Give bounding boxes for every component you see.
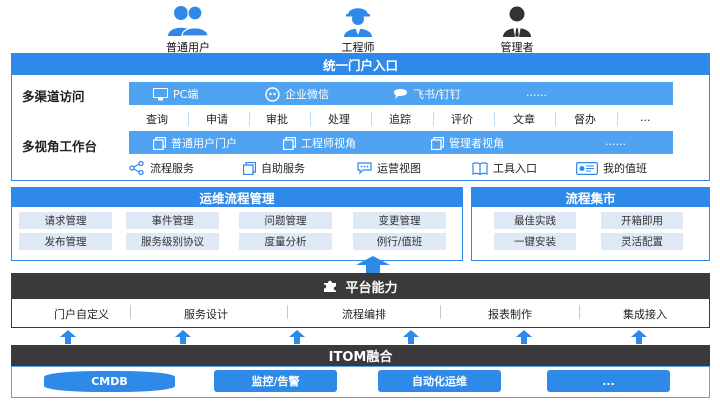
wecom-icon [265, 86, 280, 102]
actions-row: 查询 申请 审批 处理 追踪 评价 文章 督办 ... [129, 111, 673, 127]
market-cell-flexible[interactable]: 灵活配置 [601, 233, 683, 250]
user-group-icon [168, 5, 209, 37]
view-label: 自助服务 [261, 162, 305, 175]
itom-item-automation[interactable]: 自动化运维 [378, 370, 501, 392]
up-arrow-icon [631, 330, 647, 344]
platform-item-orchestration[interactable]: 流程编排 [342, 308, 386, 321]
id-card-icon [576, 161, 598, 175]
up-arrow-icon [175, 330, 191, 344]
up-arrow-icon [60, 330, 76, 344]
platform-title: 平台能力 [345, 280, 398, 296]
workbench-strip: 普通用户门户 工程师视角 管理者视角 ...... [129, 131, 673, 154]
engineer-icon [344, 8, 372, 37]
action-track[interactable]: 追踪 [389, 113, 411, 126]
chat-bubble-icon [394, 89, 407, 99]
view-label: 工具入口 [493, 162, 537, 175]
view-label: 我的值班 [603, 162, 647, 175]
ops-cell-metrics[interactable]: 度量分析 [239, 233, 332, 250]
process-market-title: 流程集市 [472, 188, 709, 207]
chat-bubble-icon [357, 162, 372, 175]
view-operations[interactable]: 运营视图 [357, 160, 421, 176]
action-more: ... [640, 111, 651, 124]
role-label: 工程师 [341, 41, 375, 54]
view-label: 运营视图 [377, 162, 421, 175]
market-cell-ready-to-use[interactable]: 开箱即用 [601, 212, 683, 229]
role-normal-user: 普通用户 [133, 4, 243, 55]
manager-icon [503, 6, 531, 37]
workbench-label-item: 工程师视角 [301, 137, 356, 150]
ops-cell-sla[interactable]: 服务级别协议 [126, 233, 219, 250]
ops-cell-release[interactable]: 发布管理 [19, 233, 112, 250]
action-handle[interactable]: 处理 [328, 113, 350, 126]
view-self-service[interactable]: 自助服务 [243, 160, 305, 176]
channel-more: ...... [526, 86, 547, 99]
view-my-duty[interactable]: 我的值班 [576, 160, 647, 176]
view-process-service[interactable]: 流程服务 [129, 160, 194, 176]
monitor-icon [153, 87, 168, 100]
platform-item-reporting[interactable]: 报表制作 [488, 308, 532, 321]
itom-title: ITOM融合 [11, 345, 710, 366]
ops-cell-incident[interactable]: 事件管理 [126, 212, 219, 229]
ops-cell-request[interactable]: 请求管理 [19, 212, 112, 229]
up-arrow-icon [289, 330, 305, 344]
unified-portal-frame [11, 53, 710, 181]
platform-item-service-design[interactable]: 服务设计 [184, 308, 228, 321]
window-icon [283, 136, 296, 150]
workbench-label: 多视角工作台 [22, 139, 98, 154]
view-label: 流程服务 [150, 162, 194, 175]
workbench-manager[interactable]: 管理者视角 [431, 135, 504, 151]
big-up-arrow-icon [356, 256, 390, 273]
view-tools[interactable]: 工具入口 [472, 160, 537, 176]
flow-icon [129, 161, 144, 175]
role-label: 管理者 [500, 41, 534, 54]
portal-title: 统一门户入口 [12, 54, 709, 75]
market-cell-one-click[interactable]: 一键安装 [494, 233, 576, 250]
itom-item-more: ... [547, 370, 670, 392]
role-manager: 管理者 [462, 4, 572, 55]
action-query[interactable]: 查询 [146, 113, 168, 126]
channels-label: 多渠道访问 [22, 89, 85, 104]
market-cell-best-practice[interactable]: 最佳实践 [494, 212, 576, 229]
platform-items-row: 门户自定义 服务设计 流程编排 报表制作 集成接入 [11, 299, 710, 328]
action-supervise[interactable]: 督办 [574, 113, 596, 126]
ops-process-title: 运维流程管理 [12, 188, 462, 207]
ops-cell-change[interactable]: 变更管理 [353, 212, 446, 229]
itom-item-monitoring[interactable]: 监控/告警 [214, 370, 337, 392]
window-icon [153, 136, 166, 150]
action-article[interactable]: 文章 [513, 113, 535, 126]
book-icon [472, 161, 488, 175]
platform-title-bar: 平台能力 [11, 273, 710, 299]
workbench-label-item: 管理者视角 [449, 137, 504, 150]
channels-strip: PC端 企业微信 飞书/钉钉 ...... [129, 82, 673, 105]
channel-pc[interactable]: PC端 [153, 86, 198, 102]
channel-wecom[interactable]: 企业微信 [265, 86, 329, 102]
action-rate[interactable]: 评价 [451, 113, 473, 126]
up-arrow-icon [403, 330, 419, 344]
workbench-normal-user[interactable]: 普通用户门户 [153, 135, 237, 151]
platform-item-portal-custom[interactable]: 门户自定义 [54, 308, 109, 321]
channel-feishu-dingtalk[interactable]: 飞书/钉钉 [393, 86, 461, 102]
up-arrow-icon [516, 330, 532, 344]
channel-label: 企业微信 [285, 88, 329, 101]
role-label: 普通用户 [166, 41, 210, 54]
window-icon [243, 161, 256, 175]
platform-item-integration[interactable]: 集成接入 [623, 308, 667, 321]
action-approve[interactable]: 审批 [266, 113, 288, 126]
channel-label: PC端 [173, 88, 199, 101]
role-engineer: 工程师 [303, 4, 413, 55]
puzzle-icon [324, 280, 337, 292]
action-apply[interactable]: 申请 [206, 113, 228, 126]
ops-cell-duty[interactable]: 例行/值班 [353, 233, 446, 250]
window-icon [431, 136, 444, 150]
ops-cell-problem[interactable]: 问题管理 [239, 212, 332, 229]
views-row: 流程服务 自助服务 运营视图 工具入口 我的值班 [129, 158, 673, 178]
workbench-more: ...... [605, 135, 626, 148]
workbench-label-item: 普通用户门户 [171, 137, 237, 150]
workbench-engineer[interactable]: 工程师视角 [283, 135, 356, 151]
channel-label: 飞书/钉钉 [413, 88, 461, 101]
itom-item-cmdb[interactable]: CMDB [44, 371, 175, 392]
